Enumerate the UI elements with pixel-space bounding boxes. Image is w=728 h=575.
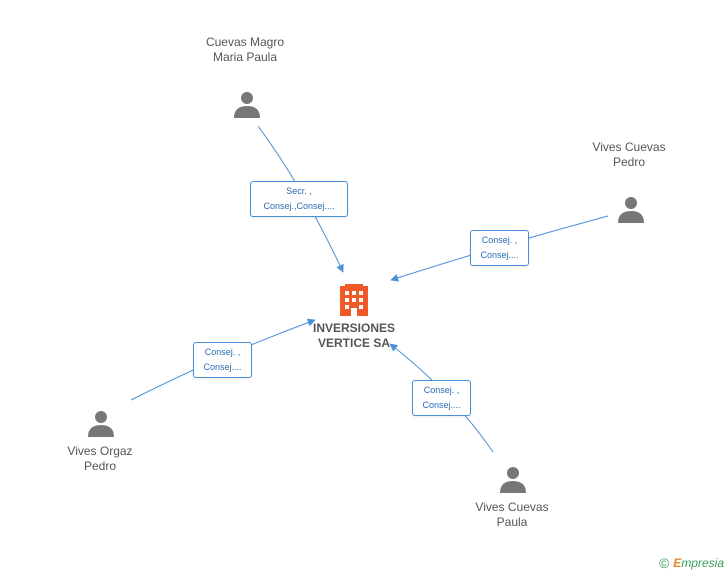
- relation-label-line: Consej. ,: [204, 347, 241, 357]
- relation-label-line: Consej....: [480, 250, 519, 260]
- relation-label[interactable]: Consej. , Consej....: [193, 342, 252, 378]
- company-name[interactable]: INVERSIONES VERTICE SA: [312, 321, 396, 350]
- person-icon[interactable]: [617, 195, 645, 223]
- relation-label[interactable]: Consej. , Consej....: [470, 230, 529, 266]
- relation-label-line: Consej.,Consej....: [263, 201, 335, 211]
- relation-label-line: Consej....: [422, 400, 461, 410]
- copyright-icon: ©: [658, 555, 670, 571]
- brand-rest: mpresia: [681, 556, 724, 570]
- brand-initial: E: [673, 556, 682, 570]
- person-icon[interactable]: [233, 90, 261, 118]
- person-name-cuevas-magro[interactable]: Cuevas Magro Maria Paula: [205, 35, 285, 64]
- footer-brand: © Empresia: [659, 555, 724, 571]
- relation-label-line: Consej....: [203, 362, 242, 372]
- person-icon[interactable]: [499, 465, 527, 493]
- person-name-vives-orgaz[interactable]: Vives Orgaz Pedro: [67, 444, 133, 473]
- relation-label-line: Consej. ,: [423, 385, 460, 395]
- relation-label[interactable]: Consej. , Consej....: [412, 380, 471, 416]
- relation-label[interactable]: Secr. , Consej.,Consej....: [250, 181, 348, 217]
- relation-label-line: Secr. ,: [286, 186, 312, 196]
- person-icon[interactable]: [87, 409, 115, 437]
- person-name-vives-cuevas-paula[interactable]: Vives Cuevas Paula: [475, 500, 549, 529]
- empresia-logo[interactable]: Empresia: [673, 556, 724, 570]
- relation-label-line: Consej. ,: [481, 235, 518, 245]
- person-name-vives-cuevas-pedro[interactable]: Vives Cuevas Pedro: [592, 140, 666, 169]
- building-icon[interactable]: [340, 284, 368, 316]
